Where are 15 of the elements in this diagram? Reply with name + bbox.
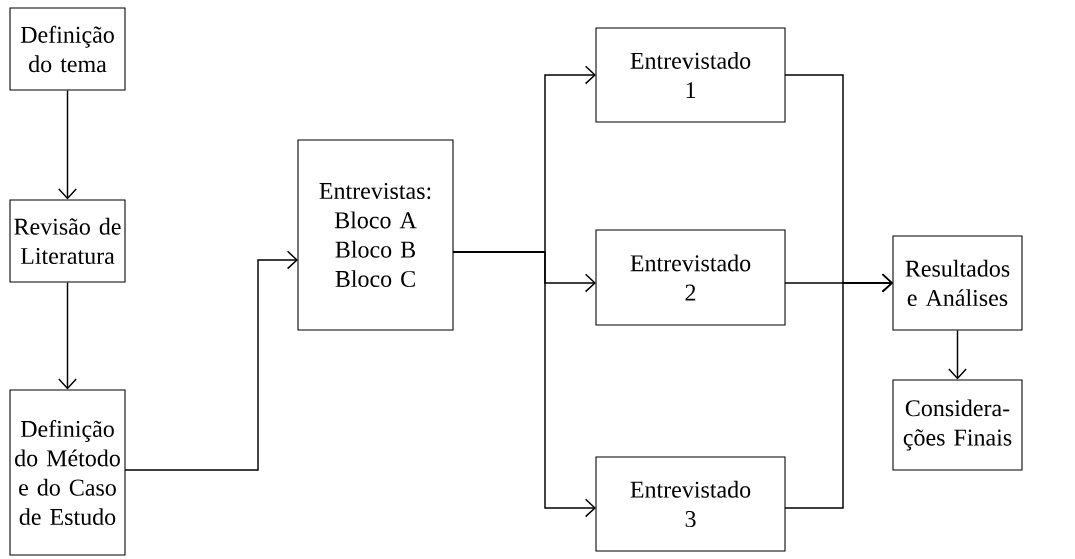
arrow bbox=[784, 273, 893, 509]
process-box: Definição do tema bbox=[9, 7, 126, 91]
process-box: Entrevistas: Bloco A Bloco B Bloco C bbox=[297, 139, 454, 331]
arrow bbox=[58, 89, 77, 200]
process-box: Entrevistado 2 bbox=[595, 229, 786, 326]
process-box: Entrevistado 1 bbox=[595, 27, 786, 123]
process-box: Resultados e Análises bbox=[892, 235, 1023, 331]
process-box: Considera-ções Finais bbox=[892, 379, 1023, 471]
process-box: Definição do Método e do Caso de Estudo bbox=[9, 389, 126, 556]
arrow bbox=[948, 329, 967, 380]
arrow bbox=[58, 281, 77, 390]
process-box: Entrevistado 3 bbox=[595, 456, 786, 552]
arrow bbox=[124, 250, 298, 471]
process-box: Revisão de Literatura bbox=[9, 199, 126, 283]
arrow bbox=[452, 251, 596, 518]
